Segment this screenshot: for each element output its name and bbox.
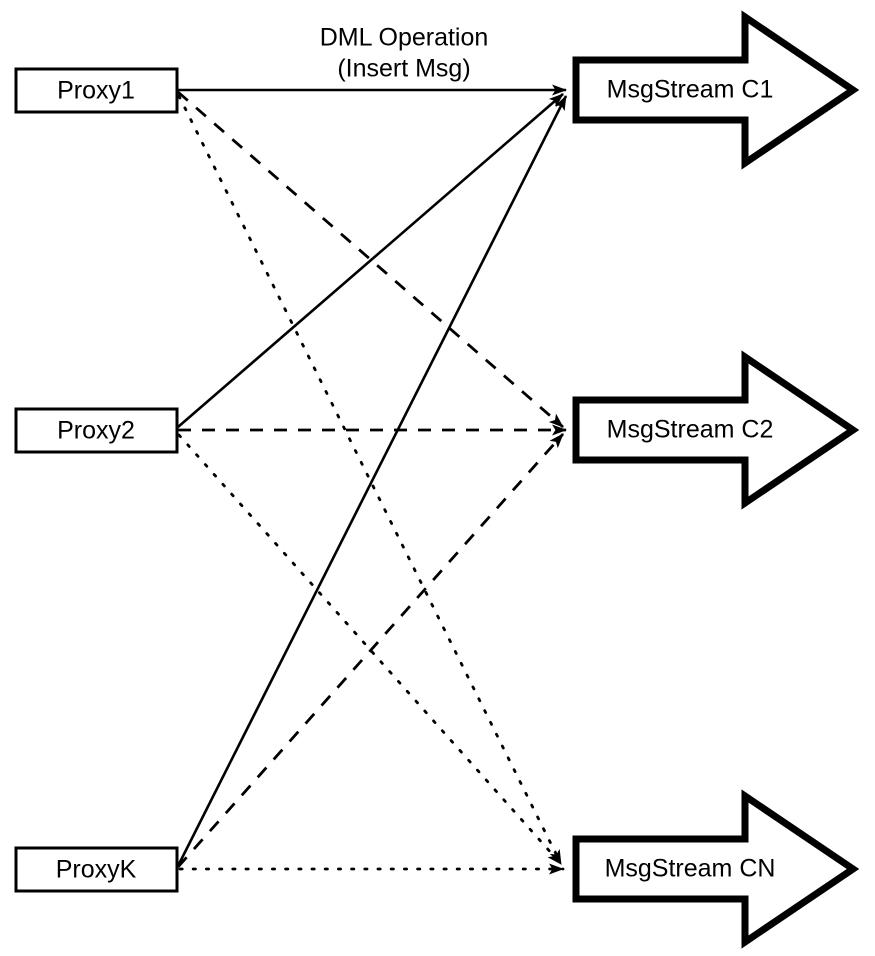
- stream-node-cn[interactable]: MsgStream CN: [572, 789, 860, 949]
- proxy-node-proxy1[interactable]: Proxy1: [14, 67, 179, 114]
- dml-operation-caption: DML Operation (Insert Msg): [320, 24, 489, 83]
- stream-cn-arrow-shape[interactable]: [572, 789, 860, 949]
- proxy1-label: Proxy1: [57, 77, 135, 105]
- proxy2-label: Proxy2: [57, 417, 135, 445]
- stream-node-c2[interactable]: MsgStream C2: [572, 350, 860, 510]
- edge-proxy2-to-stream-cn: [177, 433, 563, 866]
- edge-proxy1-to-stream-cn: [177, 94, 563, 866]
- edge-proxyk-to-stream-c1: [176, 95, 568, 867]
- stream-cn-label: MsgStream CN: [605, 855, 776, 883]
- proxy1-box[interactable]: [14, 67, 179, 114]
- proxyk-label: ProxyK: [56, 856, 137, 884]
- stream-c1-label: MsgStream C1: [607, 76, 774, 104]
- proxyk-box[interactable]: [14, 846, 179, 893]
- proxy-node-proxyk[interactable]: ProxyK: [14, 846, 179, 893]
- edge-proxy2-to-stream-c1: [177, 93, 564, 428]
- proxy2-box[interactable]: [14, 407, 179, 454]
- stream-node-c1[interactable]: MsgStream C1: [572, 10, 860, 170]
- caption-line-1: DML Operation: [320, 24, 489, 52]
- stream-c2-arrow-shape[interactable]: [572, 350, 860, 510]
- stream-c1-arrow-shape[interactable]: [572, 10, 860, 170]
- edge-proxyk-to-stream-c2: [176, 433, 565, 868]
- stream-c2-label: MsgStream C2: [607, 416, 774, 444]
- caption-line-2: (Insert Msg): [337, 55, 470, 83]
- proxy-node-proxy2[interactable]: Proxy2: [14, 407, 179, 454]
- edge-layer: [176, 84, 568, 875]
